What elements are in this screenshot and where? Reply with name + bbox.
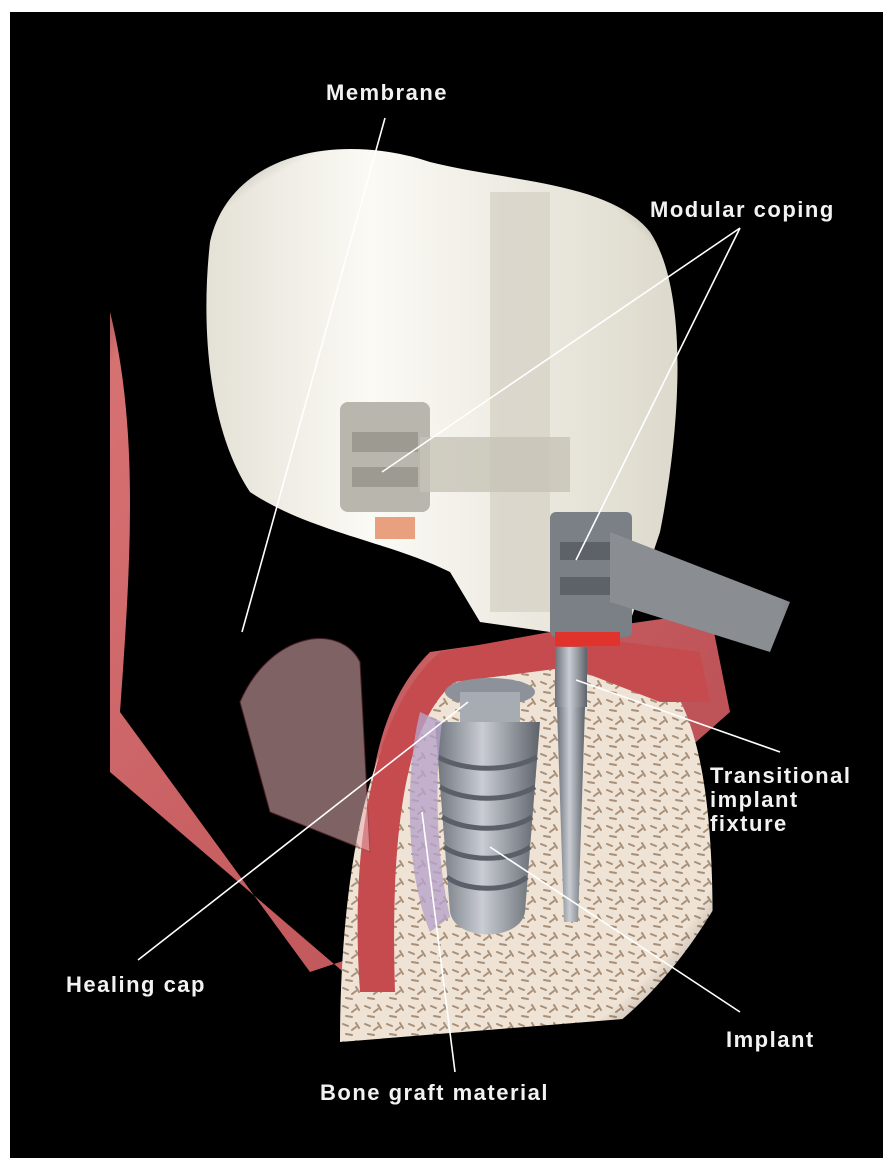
label-transitional-line3: fixture	[710, 812, 851, 836]
label-transitional-line2: implant	[710, 788, 851, 812]
label-transitional-implant-fixture: Transitional implant fixture	[710, 764, 851, 836]
label-implant: Implant	[726, 1027, 815, 1053]
label-modular-coping: Modular coping	[650, 197, 835, 223]
illustration-frame: Membrane Modular coping Transitional imp…	[10, 12, 883, 1158]
label-healing-cap: Healing cap	[66, 972, 206, 998]
label-membrane: Membrane	[326, 80, 448, 106]
label-transitional-line1: Transitional	[710, 764, 851, 788]
label-bone-graft-material: Bone graft material	[320, 1080, 549, 1106]
